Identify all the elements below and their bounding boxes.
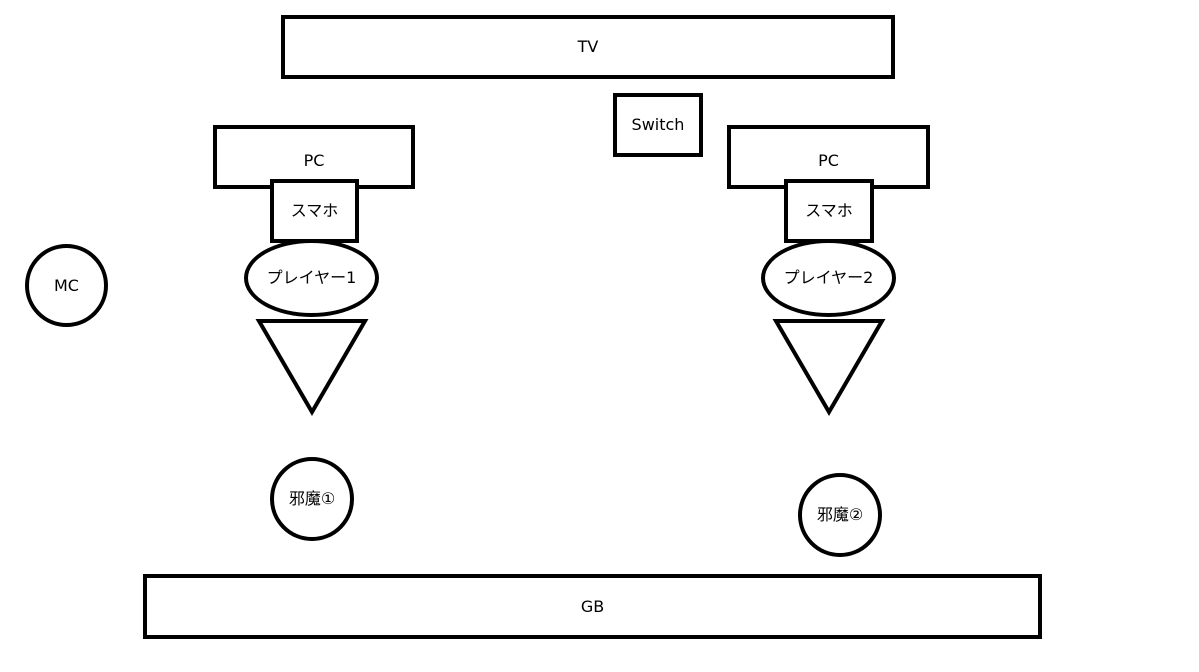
right-smartphone-box: スマホ [784, 179, 874, 243]
mc-label: MC [54, 275, 79, 295]
right-direction-triangle [772, 319, 886, 416]
tv-box: TV [281, 15, 895, 79]
left-smartphone-label: スマホ [290, 201, 339, 220]
right-smartphone-label: スマホ [805, 201, 853, 220]
player-2-ellipse: プレイヤー2 [761, 239, 896, 317]
player-1-ellipse: プレイヤー1 [244, 239, 379, 317]
obstacle-2-label: 邪魔② [816, 505, 864, 524]
obstacle-2-circle: 邪魔② [798, 473, 882, 557]
right-pc-label: PC [818, 151, 839, 170]
tv-label: TV [577, 37, 599, 56]
left-direction-triangle [255, 319, 369, 416]
obstacle-1-label: 邪魔① [288, 489, 336, 508]
player-2-label: プレイヤー2 [783, 268, 874, 287]
left-pc-label: PC [303, 151, 325, 170]
left-smartphone-box: スマホ [270, 179, 359, 243]
switch-box: Switch [613, 93, 703, 157]
gb-label: GB [580, 596, 605, 616]
mc-circle: MC [25, 244, 108, 327]
gb-box: GB [143, 574, 1042, 639]
left-pc-box: PC [213, 125, 415, 189]
switch-label: Switch [631, 115, 685, 134]
player-1-label: プレイヤー1 [266, 268, 357, 287]
obstacle-1-circle: 邪魔① [270, 457, 354, 541]
